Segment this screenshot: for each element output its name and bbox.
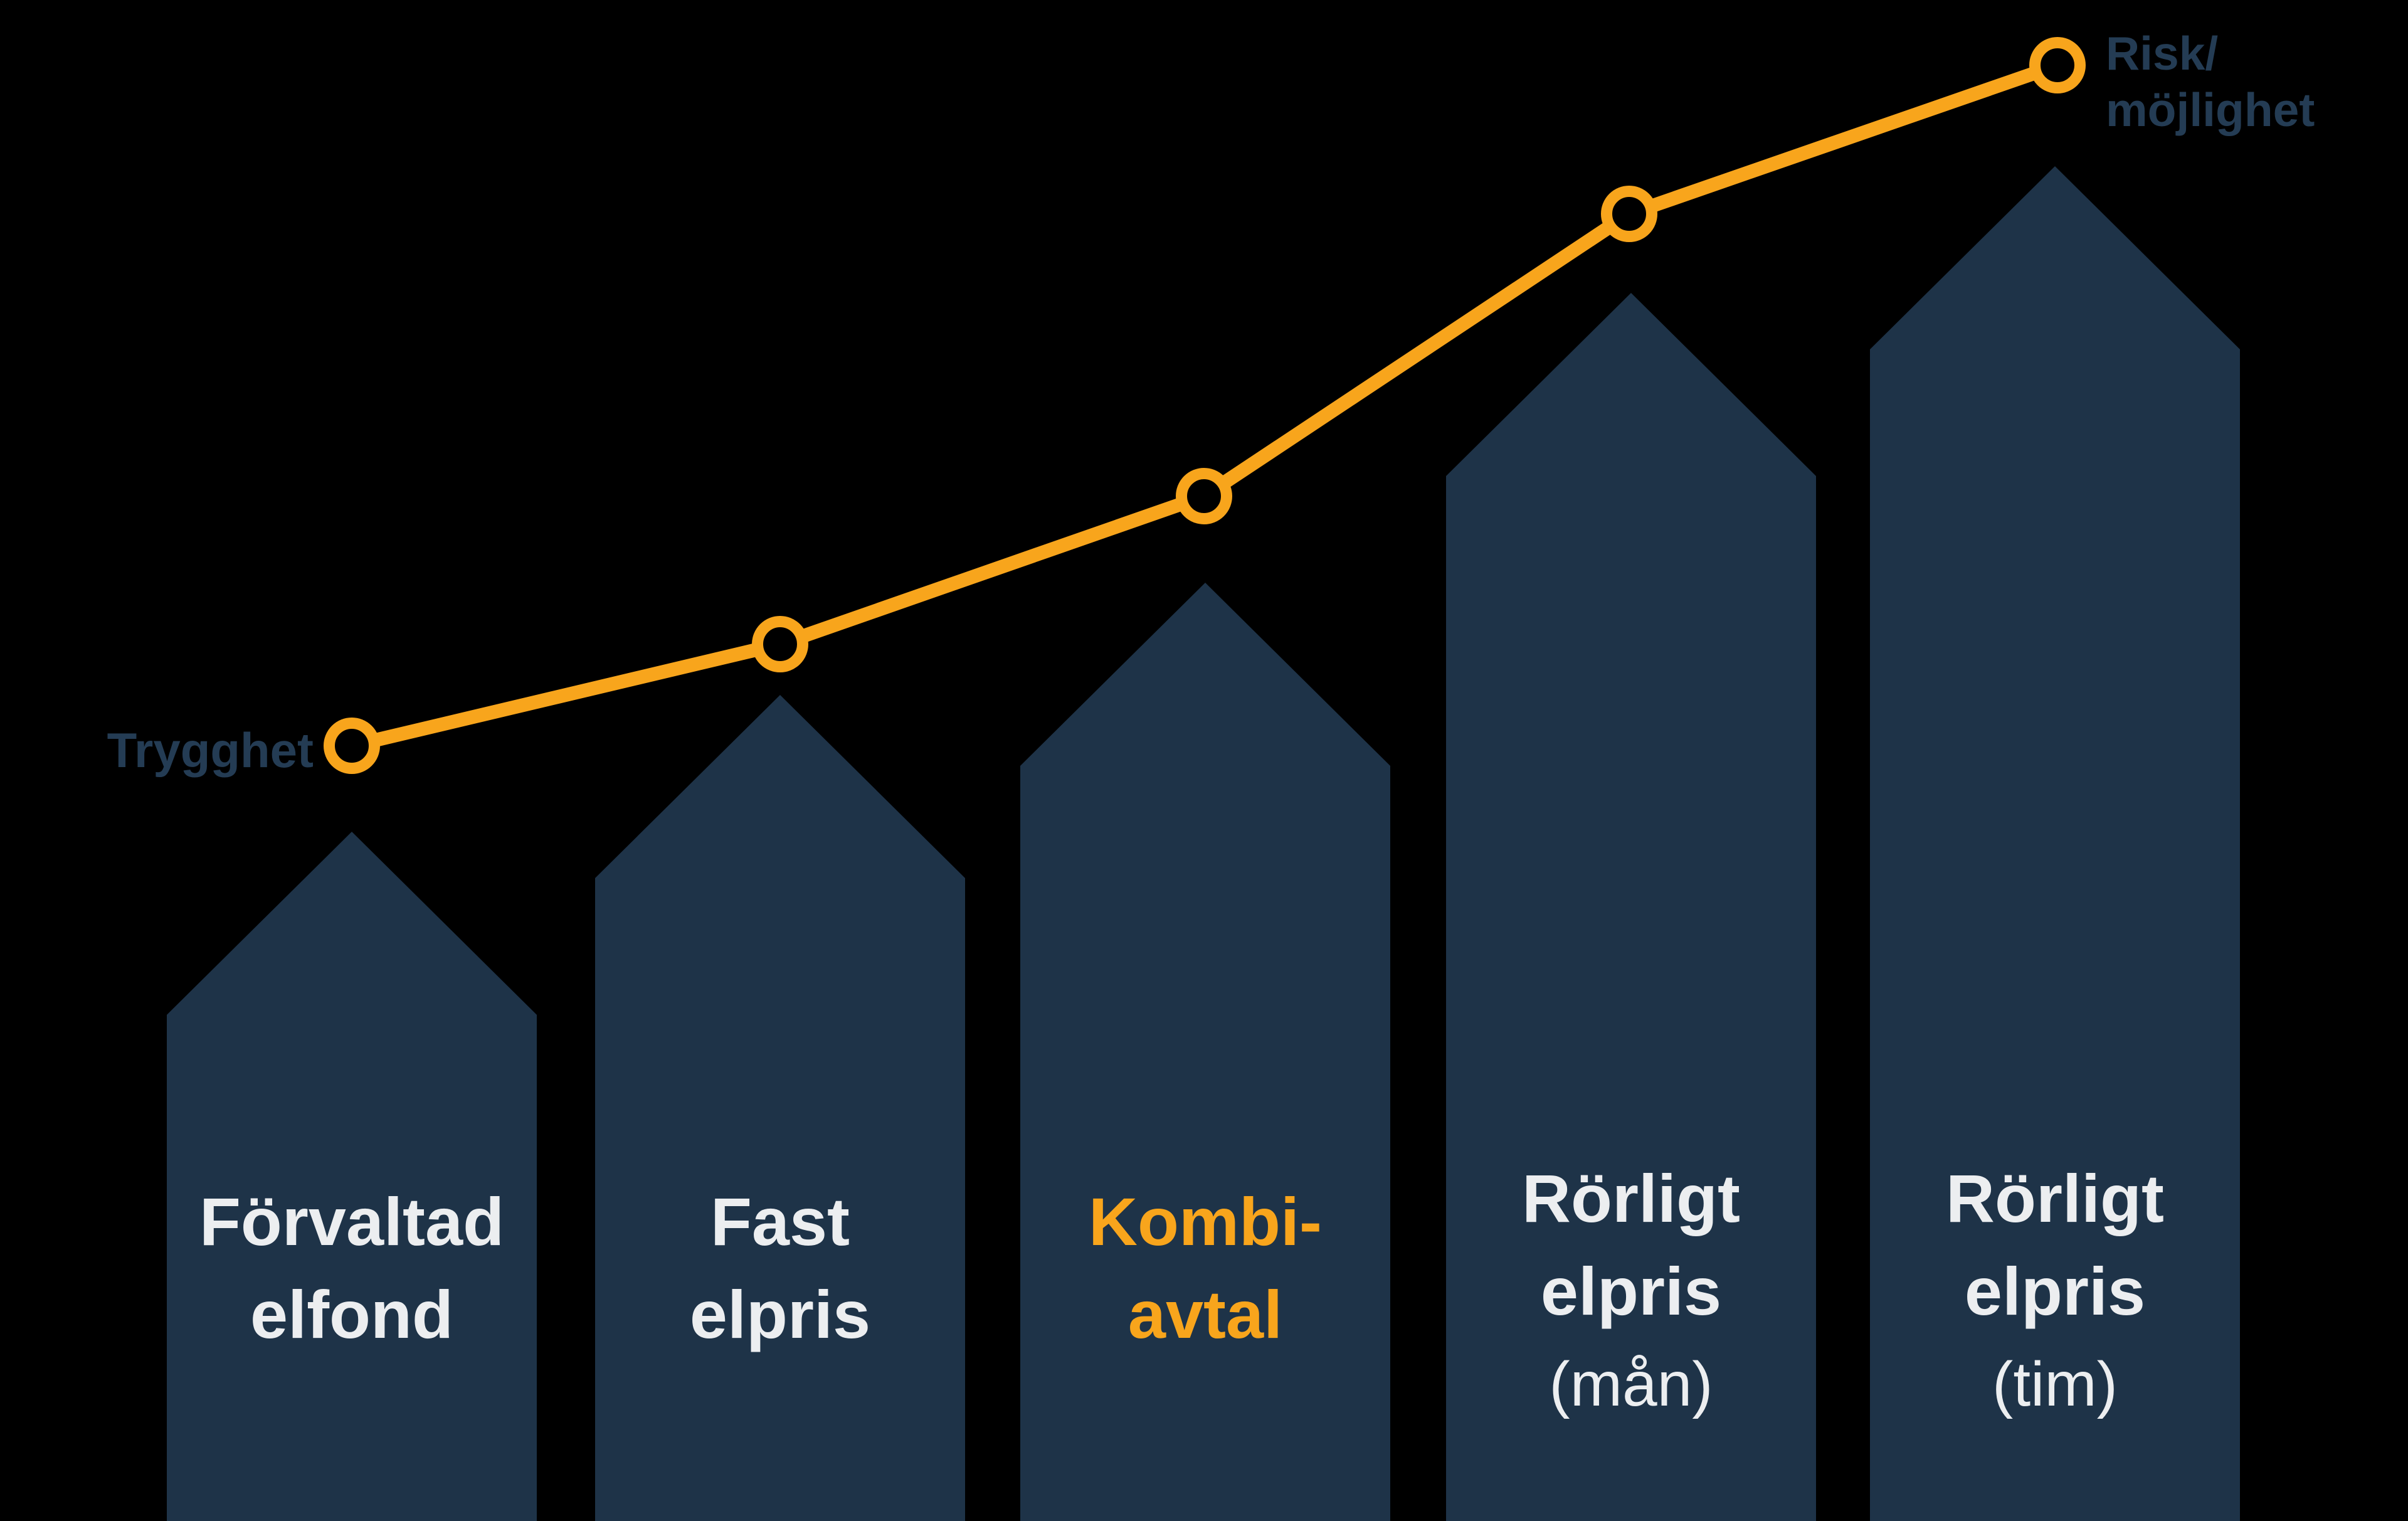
bar-shape-3 (1020, 583, 1390, 1521)
axis-label-trygghet: Trygghet (107, 723, 314, 778)
bar-shape-4 (1446, 293, 1816, 1521)
axis-label-risk: Risk/ möjlighet (2106, 25, 2382, 138)
axis-label-risk-line1: Risk/ (2106, 27, 2219, 80)
line-marker-3 (1176, 468, 1232, 524)
line-marker-1 (324, 718, 380, 774)
bar-shape-1 (167, 832, 537, 1521)
axis-label-risk-line2: möjlighet (2106, 83, 2315, 136)
line-marker-2 (752, 616, 808, 672)
bar-shape-2 (595, 695, 965, 1521)
line-marker-5 (2029, 37, 2086, 93)
bar-shape-5 (1870, 166, 2240, 1521)
line-marker-4 (1601, 186, 1657, 242)
